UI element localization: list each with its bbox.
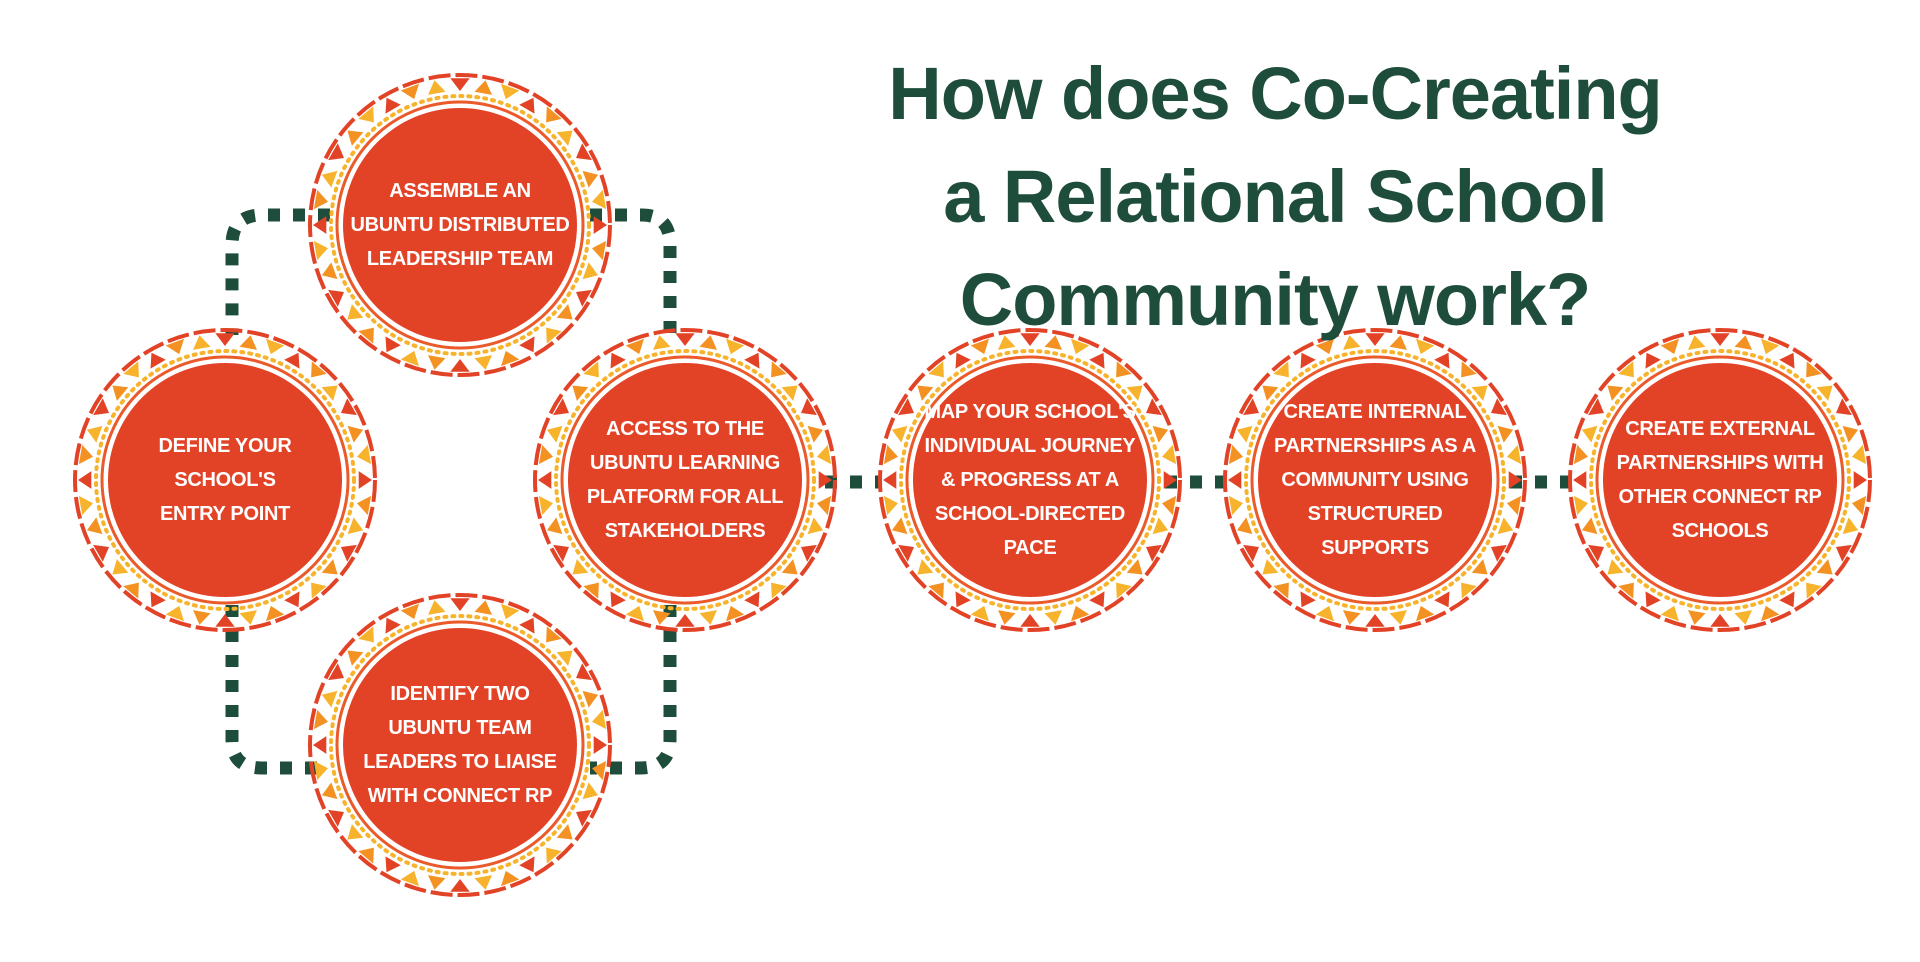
ring-dots xyxy=(899,349,1161,611)
node-define xyxy=(73,328,377,632)
node-label-line: IDENTIFY TWO xyxy=(390,683,530,705)
node-label-line: SCHOOL-DIRECTED xyxy=(935,503,1125,525)
ring-inner-line xyxy=(1250,355,1500,605)
node-label-line: PARTNERSHIPS WITH xyxy=(1616,452,1824,474)
node-label-line: OTHER CONNECT RP xyxy=(1618,486,1822,508)
node-label-line: DEFINE YOUR xyxy=(158,435,292,457)
node-label-line: INDIVIDUAL JOURNEY xyxy=(924,435,1136,457)
node-label-identify: IDENTIFY TWO UBUNTU TEAM LEADERS TO LIAISE… xyxy=(360,645,560,845)
node-identify xyxy=(308,593,612,897)
connector-access-identify xyxy=(590,605,677,775)
node-label-line: STRUCTURED xyxy=(1307,503,1443,525)
node-circle xyxy=(343,108,577,342)
connector-assemble-define xyxy=(225,208,330,335)
node-label-line: MAP YOUR SCHOOL'S xyxy=(924,401,1136,423)
ring-triangles xyxy=(1573,333,1867,627)
node-label-line: ENTRY POINT xyxy=(159,503,291,525)
node-label-line: CREATE INTERNAL xyxy=(1283,401,1467,423)
connector-define-identify xyxy=(225,605,330,775)
node-internal xyxy=(1223,328,1527,632)
node-label-line: SCHOOLS xyxy=(1671,520,1769,542)
title-line-3: Community work? xyxy=(959,258,1591,341)
ring-triangles xyxy=(1228,333,1522,627)
ring-inner-line xyxy=(335,620,585,870)
connector-assemble-access xyxy=(590,208,677,335)
node-label-line: PACE xyxy=(1003,537,1057,559)
ring-inner-line xyxy=(560,355,810,605)
node-circle xyxy=(343,628,577,862)
node-label-line: COMMUNITY USING xyxy=(1281,469,1469,491)
ring-inner-line xyxy=(335,100,585,350)
diagram-title: How does Co-Creating a Relational School… xyxy=(760,42,1790,351)
node-label-line: SCHOOL'S xyxy=(174,469,276,491)
ring-triangles xyxy=(883,333,1177,627)
ring-inner-line xyxy=(1595,355,1845,605)
node-label-define: DEFINE YOUR SCHOOL'S ENTRY POINT xyxy=(125,380,325,580)
ring-inner-line xyxy=(905,355,1155,605)
node-circle xyxy=(1258,363,1492,597)
node-label-external: CREATE EXTERNAL PARTNERSHIPS WITH OTHER CO… xyxy=(1617,380,1824,580)
ring-dots xyxy=(1589,349,1851,611)
ring-outer-dashes xyxy=(73,328,377,632)
ring-triangles xyxy=(313,78,607,372)
ring-triangles xyxy=(313,598,607,892)
node-label-line: WITH CONNECT RP xyxy=(367,785,553,807)
node-label-internal: CREATE INTERNAL PARTNERSHIPS AS A COMMUNIT… xyxy=(1274,380,1476,580)
node-label-map: MAP YOUR SCHOOL'S INDIVIDUAL JOURNEY & PRO… xyxy=(924,380,1135,580)
node-label-line: SUPPORTS xyxy=(1321,537,1429,559)
node-map xyxy=(878,328,1182,632)
node-label-line: CREATE EXTERNAL xyxy=(1625,418,1815,440)
ring-outer-dashes xyxy=(1223,328,1527,632)
node-label-line: UBUNTU LEARNING xyxy=(590,452,780,474)
ring-triangles xyxy=(78,333,372,627)
ring-dots xyxy=(1244,349,1506,611)
node-label-line: PARTNERSHIPS AS A xyxy=(1274,435,1476,457)
node-assemble xyxy=(308,73,612,377)
node-label-line: UBUNTU DISTRIBUTED xyxy=(350,214,570,236)
ring-dots xyxy=(329,94,591,356)
node-circle xyxy=(568,363,802,597)
node-label-assemble: ASSEMBLE AN UBUNTU DISTRIBUTED LEADERSHIP … xyxy=(350,125,569,325)
node-label-line: ASSEMBLE AN xyxy=(389,180,531,202)
ring-outer-dashes xyxy=(533,328,837,632)
node-circle xyxy=(108,363,342,597)
node-label-access: ACCESS TO THE UBUNTU LEARNING PLATFORM FOR… xyxy=(585,380,785,580)
node-label-line: LEADERS TO LIAISE xyxy=(363,751,557,773)
node-label-line: PLATFORM FOR ALL xyxy=(586,486,784,508)
ring-outer-dashes xyxy=(308,593,612,897)
ring-outer-dashes xyxy=(1568,328,1872,632)
node-circle xyxy=(913,363,1147,597)
title-line-1: How does Co-Creating xyxy=(888,52,1662,135)
ring-dots xyxy=(329,614,591,876)
ring-outer-dashes xyxy=(878,328,1182,632)
node-label-line: LEADERSHIP TEAM xyxy=(366,248,554,270)
node-label-line: & PROGRESS AT A xyxy=(940,469,1120,491)
ring-dots xyxy=(94,349,356,611)
ring-triangles xyxy=(538,333,832,627)
node-circle xyxy=(1603,363,1837,597)
ring-dots xyxy=(554,349,816,611)
ring-outer-dashes xyxy=(308,73,612,377)
node-label-line: UBUNTU TEAM xyxy=(388,717,532,739)
ring-inner-line xyxy=(100,355,350,605)
nodes xyxy=(73,73,1872,897)
node-label-line: ACCESS TO THE xyxy=(606,418,764,440)
node-access xyxy=(533,328,837,632)
node-label-line: STAKEHOLDERS xyxy=(604,520,766,542)
node-external xyxy=(1568,328,1872,632)
title-line-2: a Relational School xyxy=(943,155,1608,238)
